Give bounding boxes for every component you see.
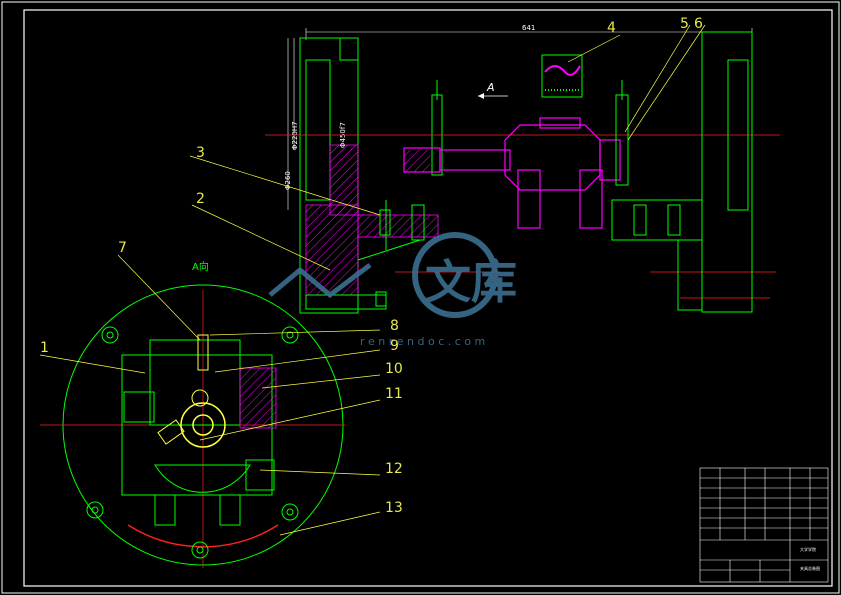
title-block [699, 467, 829, 583]
overall-dimension-label: 641 [522, 24, 535, 32]
title-block-org: 大学学院 [800, 546, 816, 552]
section-view-title: A向 [192, 260, 209, 273]
title-block-name: 夹具总装图 [800, 565, 820, 571]
part-number-5: 5 [680, 16, 689, 32]
part-number-11: 11 [385, 386, 403, 402]
view-arrow-label: A [486, 81, 495, 94]
part-number-8: 8 [390, 318, 399, 334]
section-view-a: A向 [40, 260, 345, 568]
part-number-labels: 1 2 3 4 5 6 7 8 9 10 11 12 13 [40, 16, 703, 516]
watermark-logo: 文库 r e n r e n d o c . c o m [268, 232, 517, 348]
part-number-6: 6 [694, 16, 703, 32]
dimension-phi220: Φ220H7 [291, 121, 299, 150]
watermark-url: r e n r e n d o c . c o m [360, 335, 485, 348]
part-leaders [39, 24, 706, 536]
detail-box-part-4 [541, 54, 583, 98]
front-view: 641 Φ220H7 Φ260 Φ450f7 [265, 24, 780, 314]
hatched-clamp-block [239, 367, 277, 429]
part-number-4: 4 [607, 20, 616, 36]
sheet-inner-frame [23, 9, 833, 587]
hatched-section-body [329, 144, 359, 216]
part-number-9: 9 [390, 338, 399, 354]
part-number-13: 13 [385, 500, 403, 516]
part-number-7: 7 [118, 240, 127, 256]
part-number-3: 3 [196, 145, 205, 161]
part-number-10: 10 [385, 361, 403, 377]
dimension-phi260: Φ260 [284, 171, 292, 190]
workpiece-crankshaft [403, 117, 621, 229]
watermark-text: 文库 [425, 255, 517, 309]
part-number-12: 12 [385, 461, 403, 477]
part-number-2: 2 [196, 191, 205, 207]
part-number-1: 1 [40, 340, 49, 356]
